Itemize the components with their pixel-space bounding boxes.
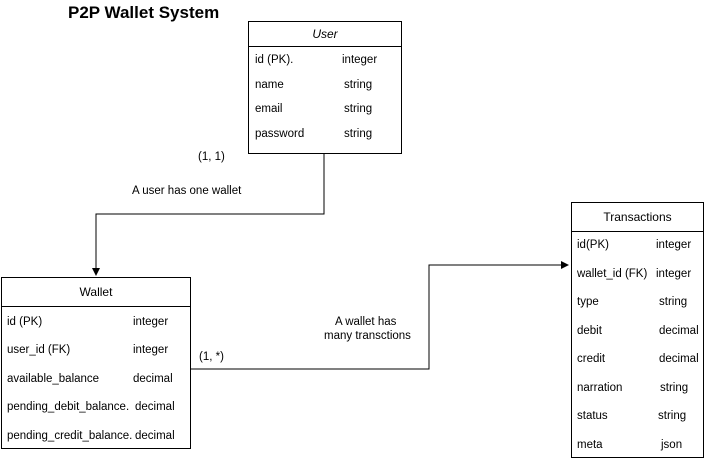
field-type: integer (133, 316, 169, 328)
field-name: id (PK) (7, 316, 43, 328)
entity-wallet[interactable]: Wallet id (PK) integer user_id (FK) inte… (1, 277, 191, 449)
entity-user-field: password string (249, 126, 401, 142)
wallet-transactions-connector (191, 261, 569, 370)
user-wallet-connector (92, 154, 325, 276)
user-wallet-cardinality: (1, 1) (198, 151, 225, 163)
field-name: name (255, 79, 284, 91)
entity-transactions[interactable]: Transactions id(PK) integer wallet_id (F… (571, 202, 704, 458)
entity-wallet-field: pending_debit_balance. decimal (2, 399, 190, 415)
entity-transactions-field: status string (572, 408, 703, 424)
field-name: id (PK). (255, 54, 294, 66)
field-name: credit (577, 353, 606, 365)
field-name: available_balance (7, 373, 100, 385)
wallet-transactions-cardinality: (1, *) (199, 351, 224, 363)
entity-wallet-header: Wallet (2, 278, 190, 307)
field-type: decimal (135, 401, 175, 413)
entity-wallet-name: Wallet (79, 285, 113, 299)
field-type: decimal (133, 373, 173, 385)
field-type: integer (133, 344, 169, 356)
entity-transactions-field: narration string (572, 380, 703, 396)
field-type: string (344, 128, 373, 140)
field-type: json (661, 439, 683, 451)
field-name: pending_debit_balance. (7, 401, 130, 413)
field-type: decimal (659, 353, 699, 365)
entity-transactions-field: type string (572, 294, 703, 310)
field-type: string (659, 296, 688, 308)
entity-wallet-field: id (PK) integer (2, 314, 190, 330)
field-type: integer (342, 54, 378, 66)
entity-transactions-field: id(PK) integer (572, 237, 703, 253)
field-type: string (660, 382, 689, 394)
field-type: string (344, 103, 373, 115)
field-type: decimal (659, 325, 699, 337)
entity-wallet-field: user_id (FK) integer (2, 342, 190, 358)
entity-user-header: User (249, 22, 401, 47)
field-name: user_id (FK) (7, 344, 71, 356)
wallet-transactions-label: A wallet has (335, 316, 397, 328)
entity-user-field: email string (249, 101, 401, 117)
field-name: status (577, 410, 608, 422)
field-type: decimal (135, 430, 175, 442)
field-type: integer (656, 268, 692, 280)
field-name: id(PK) (577, 239, 609, 251)
user-wallet-label: A user has one wallet (132, 185, 242, 197)
entity-transactions-field: debit decimal (572, 323, 703, 339)
field-name: pending_credit_balance. (7, 430, 133, 442)
entity-transactions-field: meta json (572, 437, 703, 453)
field-type: string (658, 410, 687, 422)
entity-wallet-field: available_balance decimal (2, 371, 190, 387)
field-name: wallet_id (FK) (577, 268, 648, 280)
entity-transactions-header: Transactions (572, 203, 703, 232)
field-type: integer (656, 239, 692, 251)
field-type: string (344, 79, 373, 91)
field-name: narration (577, 382, 623, 394)
field-name: type (577, 296, 599, 308)
entity-wallet-field: pending_credit_balance. decimal (2, 428, 190, 444)
entity-user-field: id (PK). integer (249, 52, 401, 68)
entity-user-field: name string (249, 77, 401, 93)
field-name: password (255, 128, 305, 140)
field-name: email (255, 103, 283, 115)
entity-user[interactable]: User id (PK). integer name string email … (248, 21, 402, 154)
entity-transactions-field: credit decimal (572, 351, 703, 367)
entity-transactions-field: wallet_id (FK) integer (572, 266, 703, 282)
entity-transactions-name: Transactions (603, 210, 672, 224)
field-name: debit (577, 325, 602, 337)
wallet-transactions-label: many transctions (324, 330, 411, 342)
field-name: meta (577, 439, 603, 451)
entity-user-name: User (312, 27, 338, 41)
diagram-title: P2P Wallet System (68, 3, 220, 22)
